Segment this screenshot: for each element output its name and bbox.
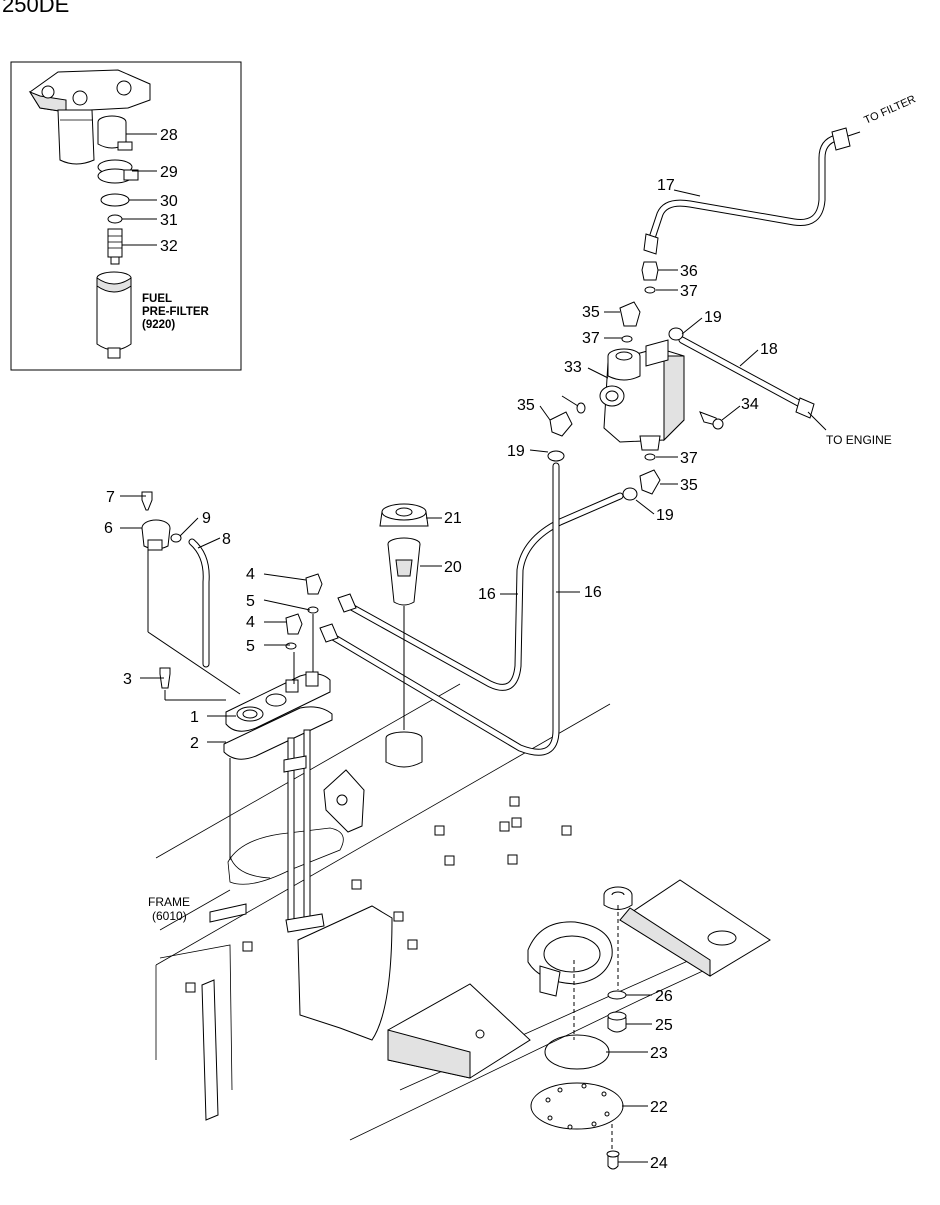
separator-fittings [547, 261, 724, 501]
callout-37a: 37 [680, 283, 698, 300]
callout-33: 33 [564, 359, 582, 376]
callout-17: 17 [657, 177, 675, 194]
callout-37c: 37 [680, 450, 698, 467]
to-filter-label: TO FILTER [862, 93, 917, 126]
callout-25: 25 [655, 1017, 673, 1034]
frame-bolts [185, 796, 572, 993]
callout-8: 8 [222, 531, 231, 548]
callout-4a: 4 [246, 566, 255, 583]
prefilter-element-illustration [96, 271, 132, 359]
callout-19b: 19 [507, 443, 525, 460]
callout-35b: 35 [517, 397, 535, 414]
callout-35a: 35 [582, 304, 600, 321]
callout-2: 2 [190, 735, 199, 752]
callout-5a: 5 [246, 593, 255, 610]
callout-18: 18 [760, 341, 778, 358]
callout-31: 31 [160, 212, 178, 229]
callout-1: 1 [190, 709, 199, 726]
callout-20: 20 [444, 559, 462, 576]
seal-31-illustration [107, 214, 123, 224]
callout-23: 23 [650, 1045, 668, 1062]
frame-structure [155, 683, 771, 1141]
prefilter-label-line1: FUEL [142, 293, 172, 305]
inset-frame [10, 61, 242, 371]
water-sensor-28-illustration [97, 115, 133, 151]
fuel-lines [188, 127, 861, 756]
bowl-29-illustration [97, 159, 139, 184]
callout-6: 6 [104, 520, 113, 537]
callout-19c: 19 [656, 507, 674, 524]
callout-3: 3 [123, 671, 132, 688]
inset-prefilter: 28 29 30 31 32 FUEL PRE-FILTER (9220) [10, 61, 242, 371]
callout-19a: 19 [704, 309, 722, 326]
callout-22: 22 [650, 1099, 668, 1116]
callout-5b: 5 [246, 638, 255, 655]
callout-9: 9 [202, 510, 211, 527]
callout-16b: 16 [584, 584, 602, 601]
to-engine-label: TO ENGINE [826, 433, 892, 447]
callout-36: 36 [680, 263, 698, 280]
callout-16a: 16 [478, 586, 496, 603]
callout-32: 32 [160, 238, 178, 255]
water-separator-33-illustration [599, 339, 685, 451]
callout-28: 28 [160, 127, 178, 144]
bottom-cover-parts [530, 905, 627, 1170]
model-title: 250DE [2, 0, 70, 17]
callout-34: 34 [741, 396, 759, 413]
callout-30: 30 [160, 193, 178, 210]
oring-30-illustration [100, 193, 130, 207]
frame-label-line1: FRAME [148, 895, 190, 909]
callout-37b: 37 [582, 330, 600, 347]
drain-valve-32-illustration [107, 228, 123, 265]
leader-lines [120, 189, 827, 1163]
callout-26: 26 [655, 988, 673, 1005]
prefilter-label-line2: PRE-FILTER [142, 306, 210, 318]
filter-head-illustration [28, 69, 151, 165]
callout-21: 21 [444, 510, 462, 527]
callout-24: 24 [650, 1155, 668, 1172]
callout-7: 7 [106, 489, 115, 506]
callout-4b: 4 [246, 614, 255, 631]
prefilter-label-line3: (9220) [142, 319, 175, 331]
frame-label-line2: (6010) [152, 909, 187, 923]
callouts: 1 2 3 4 4 5 5 6 7 8 9 16 16 17 18 19 19 … [104, 177, 778, 1172]
callout-35c: 35 [680, 477, 698, 494]
callout-29: 29 [160, 164, 178, 181]
text-labels: TO FILTER TO ENGINE FRAME (6010) [148, 93, 918, 923]
tank-top-parts [141, 491, 429, 933]
